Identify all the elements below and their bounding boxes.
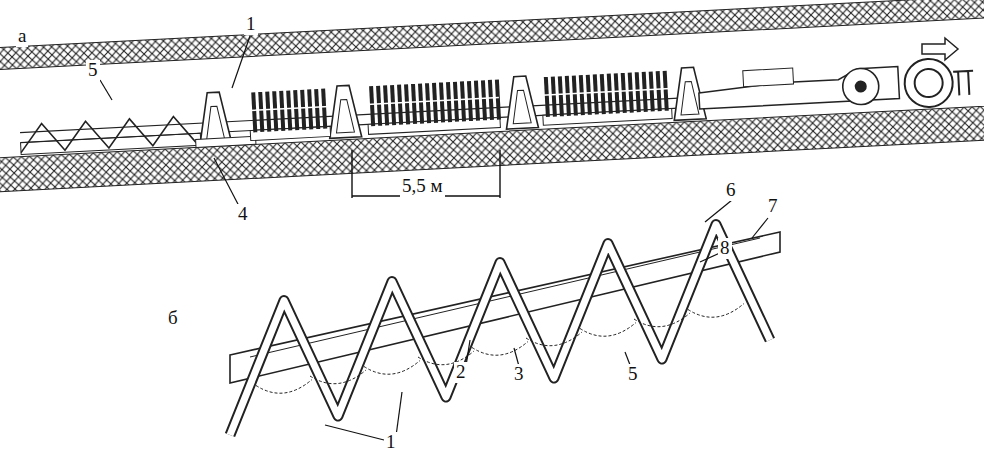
roadway-section	[0, 0, 984, 195]
callout-number: 1	[384, 432, 398, 453]
zigzag-frame	[230, 225, 780, 436]
roof-rock	[0, 0, 984, 73]
callout-number: 6	[724, 180, 738, 201]
part-letter: а	[16, 26, 28, 47]
callout-number: 7	[766, 196, 780, 217]
dimension-line	[352, 150, 500, 198]
leader-line	[325, 425, 384, 440]
callout-number: 3	[512, 364, 526, 385]
dimension-label: 5,5 м	[400, 176, 445, 197]
callout-number: 5	[86, 60, 100, 81]
leader-line	[100, 80, 112, 100]
leader-line	[705, 200, 732, 222]
leader-line	[396, 392, 402, 436]
leader-line	[752, 218, 768, 238]
leader-lines	[100, 36, 768, 440]
callout-number: 2	[454, 362, 468, 383]
callout-number: 8	[718, 238, 732, 259]
part-letter: б	[166, 308, 180, 329]
callout-number: 5	[626, 364, 640, 385]
leader-line	[232, 36, 250, 88]
leader-line	[214, 158, 240, 208]
callout-number: 1	[244, 14, 258, 35]
callout-number: 4	[236, 204, 250, 225]
direction-arrow	[922, 38, 958, 60]
